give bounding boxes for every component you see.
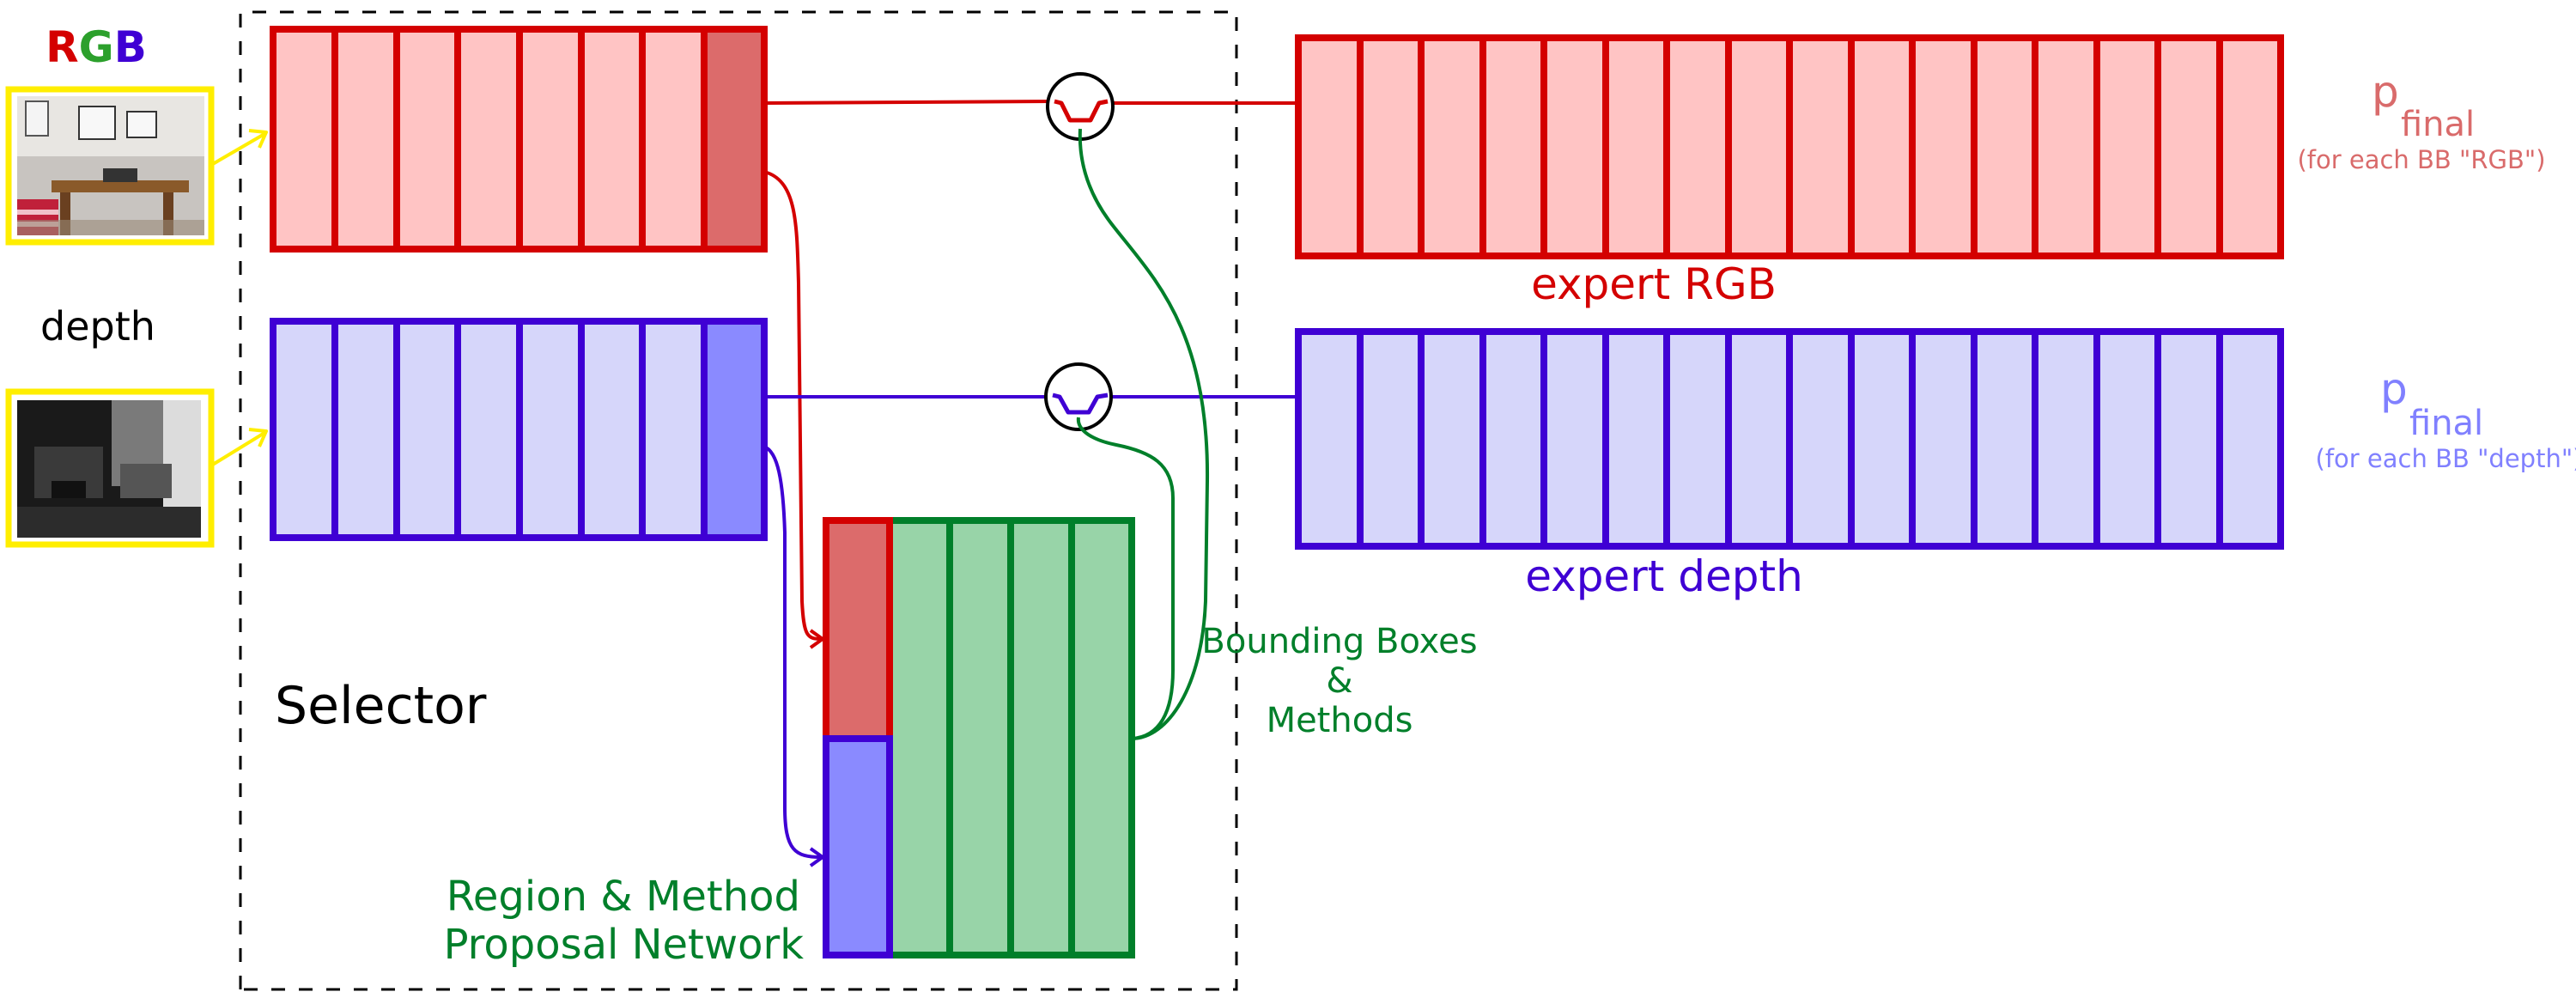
rpn-label-line2: Proposal Network xyxy=(444,921,805,969)
expert-rgb-label: expert RGB xyxy=(1531,259,1777,309)
depth-switch xyxy=(1044,362,1113,431)
depth-label: depth xyxy=(40,303,155,350)
bbox-label-line2: & xyxy=(1326,661,1352,701)
rpn-label-line1: Region & Method xyxy=(447,873,800,921)
depth-input-arrow xyxy=(210,428,268,467)
rgb-input-image xyxy=(5,86,215,246)
expert-depth-block xyxy=(1295,328,2284,550)
rgb-to-rpn-arrow xyxy=(763,170,826,649)
selector-label: Selector xyxy=(275,676,487,736)
depth-to-rpn-arrow xyxy=(763,445,826,867)
rpn-rgb-input-cell xyxy=(823,517,893,742)
expert-rgb-block xyxy=(1295,34,2284,259)
selector-depth-feature-block xyxy=(270,318,768,541)
p-final-depth-note: (for each BB "depth") xyxy=(2316,444,2576,473)
rpn-to-rgb-switch-line xyxy=(1078,128,1210,740)
p-final-rgb-base: p xyxy=(2372,67,2399,117)
rgb-label-g: G xyxy=(79,22,114,72)
p-final-depth-subscript: final xyxy=(2409,404,2483,443)
rgb-label-b: B xyxy=(114,22,147,72)
p-final-depth-symbol: p xyxy=(2380,364,2408,414)
bbox-label-line1: Bounding Boxes xyxy=(1201,622,1477,661)
rgb-label: RGB xyxy=(46,22,147,72)
rpn-depth-input-cell xyxy=(823,735,893,958)
selector-dashed-boundary xyxy=(239,10,1238,991)
rgb-label-r: R xyxy=(46,22,79,72)
expert-depth-label: expert depth xyxy=(1525,551,1803,601)
p-final-rgb-symbol: p xyxy=(2372,67,2399,117)
depth-input-image xyxy=(5,388,215,548)
p-final-depth-base: p xyxy=(2380,364,2408,414)
rpn-block xyxy=(823,517,1135,958)
selector-rgb-feature-block xyxy=(270,26,768,253)
rgb-connection-line xyxy=(763,100,1298,105)
p-final-rgb-subscript: final xyxy=(2401,105,2475,144)
bbox-label-line3: Methods xyxy=(1267,701,1413,740)
rgb-input-arrow xyxy=(210,129,268,167)
p-final-rgb-note: (for each BB "RGB") xyxy=(2297,145,2545,174)
rpn-to-depth-switch-line xyxy=(1076,417,1175,740)
